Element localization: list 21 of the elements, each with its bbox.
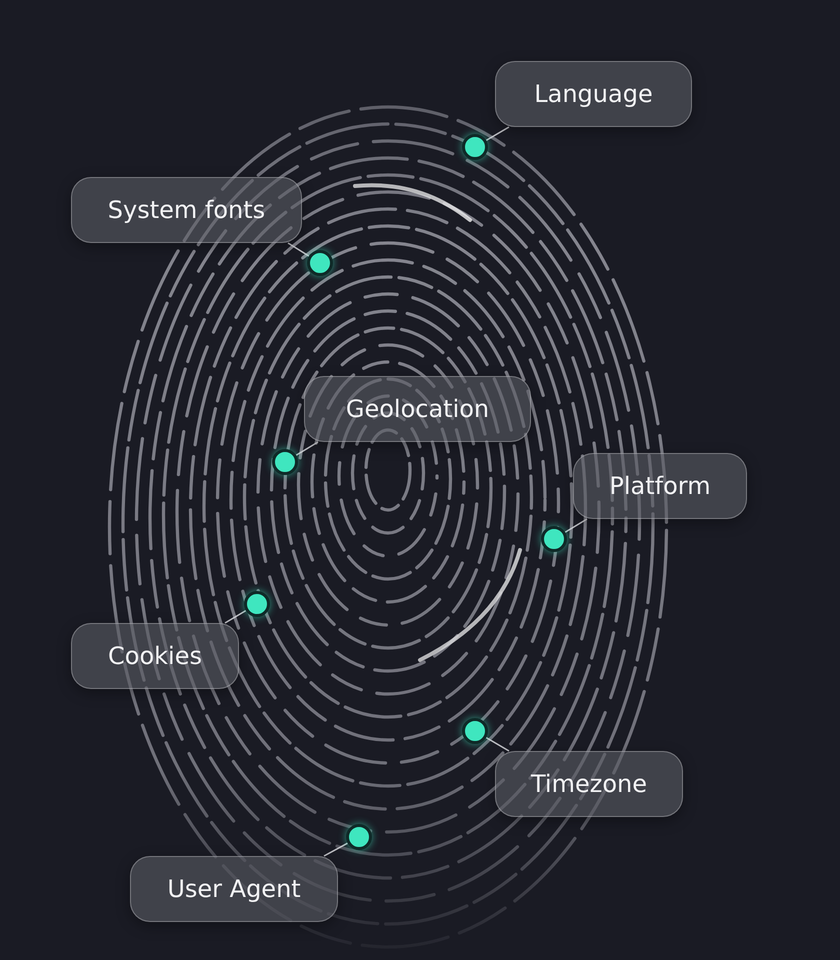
leader-line xyxy=(564,518,588,533)
leader-line xyxy=(486,736,510,752)
attribute-label: System fonts xyxy=(71,177,302,243)
attribute-label: Platform xyxy=(573,453,747,519)
marker-dot xyxy=(462,134,488,160)
leader-line xyxy=(324,842,348,857)
attribute-label: User Agent xyxy=(130,856,338,922)
leader-line xyxy=(486,126,510,142)
leader-line xyxy=(288,242,310,257)
leader-line xyxy=(296,441,318,456)
marker-dot xyxy=(244,591,270,617)
attribute-label: Cookies xyxy=(71,623,239,689)
marker-dot xyxy=(346,824,372,850)
attribute-label: Language xyxy=(495,61,692,127)
marker-dot xyxy=(462,718,488,744)
attribute-label: Timezone xyxy=(495,751,683,817)
marker-dot xyxy=(307,250,333,276)
marker-dot xyxy=(541,526,567,552)
marker-dot xyxy=(272,449,298,475)
attribute-label: Geolocation xyxy=(304,376,531,442)
leader-line xyxy=(224,610,246,624)
